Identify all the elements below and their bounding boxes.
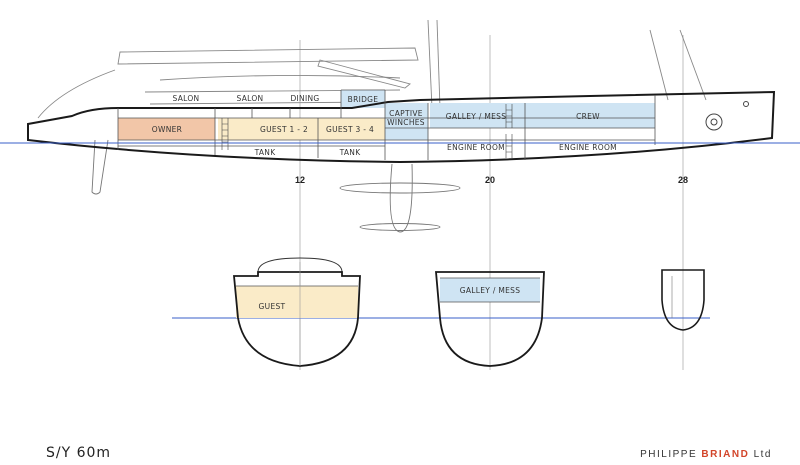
stairs [221, 104, 513, 158]
brand-logo: PHILIPPE BRIAND Ltd [640, 449, 772, 460]
deck-lines [117, 89, 656, 160]
section-guest-label: GUEST [259, 302, 286, 311]
drawing-title: S/Y 60m [46, 445, 111, 461]
superstructure [37, 19, 707, 119]
keel-and-rudder [91, 139, 461, 233]
label-engine-room-2: ENGINE ROOM [559, 143, 617, 152]
section-galley: GALLEY / MESS [435, 271, 545, 367]
section-bow [661, 269, 705, 331]
label-owner: OWNER [152, 125, 182, 134]
galley-crew-fill [430, 103, 655, 128]
label-tank-1: TANK [254, 148, 277, 157]
guest-cabin-fill [218, 118, 385, 140]
anchor-windlass [705, 101, 749, 131]
station-numbers: 12 20 28 [295, 175, 688, 185]
brand-part-1: PHILIPPE [640, 449, 701, 460]
label-dining: DINING [290, 94, 319, 103]
label-engine-room-1: ENGINE ROOM [447, 143, 505, 152]
station-20: 20 [485, 175, 495, 185]
brand-part-3: Ltd [749, 449, 772, 460]
label-guest-3-4: GUEST 3 - 4 [326, 125, 374, 134]
label-galley-mess: GALLEY / MESS [446, 112, 507, 121]
section-galley-label: GALLEY / MESS [460, 286, 521, 295]
label-crew: CREW [576, 112, 600, 121]
captive-winches-fill [385, 103, 428, 140]
section-guest: GUEST [233, 257, 361, 367]
brand-part-2: BRIAND [701, 449, 749, 460]
profile-cabins [118, 90, 655, 140]
hull-outline [27, 90, 776, 164]
label-salon-2: SALON [237, 94, 264, 103]
owner-cabin-fill [118, 118, 215, 140]
label-tank-2: TANK [339, 148, 362, 157]
station-12: 12 [295, 175, 305, 185]
label-bridge: BRIDGE [348, 95, 379, 104]
station-28: 28 [678, 175, 688, 185]
label-salon-1: SALON [173, 94, 200, 103]
label-guest-1-2: GUEST 1 - 2 [260, 125, 308, 134]
